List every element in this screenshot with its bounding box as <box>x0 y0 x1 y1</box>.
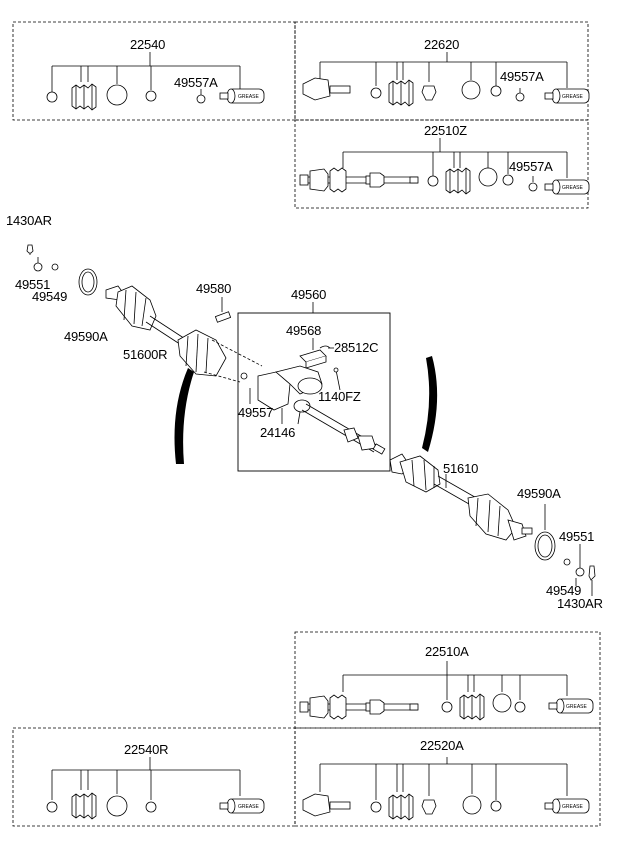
grease-label-top-right: 49557A <box>500 69 544 84</box>
kit-label-22540R: 22540R <box>124 742 169 757</box>
part-label-49590A-right: 49590A <box>517 486 561 501</box>
kit-label-22520A: 22520A <box>420 738 464 753</box>
svg-text:GREASE: GREASE <box>562 94 584 100</box>
part-label-28512C: 28512C <box>334 340 379 355</box>
kit-22510Z-box: GREASE <box>294 119 590 209</box>
kit-22510A-box: GREASE <box>294 631 601 729</box>
part-label-49580: 49580 <box>196 281 232 296</box>
left-shaft-assembly <box>26 244 263 464</box>
part-label-1140FZ: 1140FZ <box>318 389 361 404</box>
part-label-49549-left: 49549 <box>32 289 68 304</box>
kit-49560-box <box>237 302 391 472</box>
kit-label-22510A: 22510A <box>425 644 469 659</box>
part-label-49549-right: 49549 <box>546 583 582 598</box>
part-label-24146: 24146 <box>260 425 296 440</box>
svg-text:GREASE: GREASE <box>566 704 588 710</box>
part-label-49590A-left: 49590A <box>64 329 108 344</box>
kit-22520A-box: GREASE <box>294 727 601 827</box>
part-label-51610: 51610 <box>443 461 479 476</box>
part-label-49557: 49557 <box>238 405 274 420</box>
kit-22620-box: GREASE <box>294 21 590 121</box>
part-label-49551-right: 49551 <box>559 529 595 544</box>
svg-text:GREASE: GREASE <box>562 804 584 810</box>
svg-text:GREASE: GREASE <box>238 804 260 810</box>
part-label-49568: 49568 <box>286 323 322 338</box>
part-label-49551-left: 49551 <box>15 277 51 292</box>
kit-22540-box: GREASE <box>12 21 296 121</box>
part-label-1430AR-right: 1430AR <box>557 596 603 611</box>
kit-label-22620: 22620 <box>424 37 460 52</box>
part-label-49560: 49560 <box>291 287 327 302</box>
kit-label-22540: 22540 <box>130 37 166 52</box>
grease-label-top-left: 49557A <box>174 75 218 90</box>
grease-label-middle-right: 49557A <box>509 159 553 174</box>
right-shaft-assembly <box>389 356 596 596</box>
part-label-1430AR-left: 1430AR <box>6 213 52 228</box>
svg-text:GREASE: GREASE <box>562 185 584 191</box>
part-label-51600R: 51600R <box>123 347 168 362</box>
kit-label-22510Z: 22510Z <box>424 123 467 138</box>
svg-text:GREASE: GREASE <box>238 94 260 100</box>
